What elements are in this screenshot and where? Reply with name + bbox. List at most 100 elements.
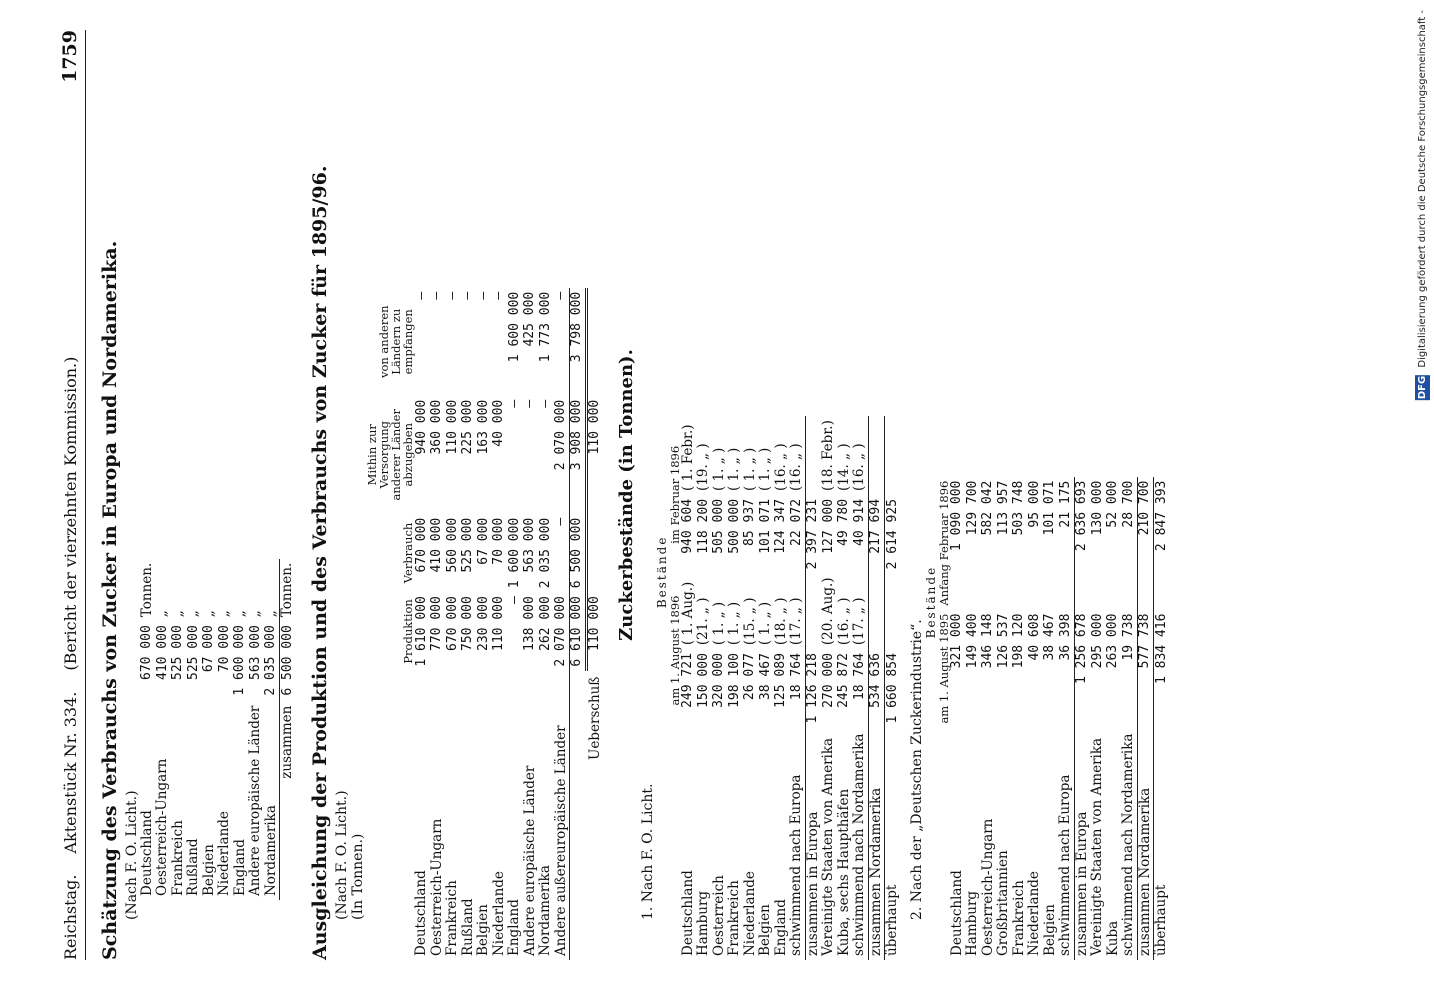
stock-aug-date: (17. „ ) bbox=[788, 597, 805, 646]
stock-aug-date: (21. „ ) bbox=[695, 597, 712, 646]
section1-subtitle: (Nach F. O. Licht.) bbox=[123, 790, 140, 920]
stock-feb-value: 582 042 bbox=[980, 480, 996, 536]
balance-header-production: Produktion bbox=[401, 599, 416, 664]
row-label: Kuba bbox=[1104, 920, 1121, 956]
stock-aug-value: 126 537 bbox=[995, 613, 1011, 669]
country-label: Nordamerika bbox=[537, 865, 554, 956]
production-value: 770 000 bbox=[429, 596, 445, 651]
balance-surplus-spacer bbox=[587, 514, 603, 592]
row-label: Belgien bbox=[1041, 904, 1058, 956]
unit-label: „ bbox=[154, 610, 171, 618]
balance-header-to-receive: von anderen Ländern zu empfangen bbox=[377, 305, 416, 379]
stock-feb-value: 113 957 bbox=[995, 480, 1011, 536]
stock-aug-value: 321 000 bbox=[949, 613, 965, 669]
country-label: Belgien bbox=[475, 904, 492, 956]
balance-total-label bbox=[569, 670, 587, 960]
country-label: Belgien bbox=[200, 844, 217, 896]
section3-title: Zuckerbestände (in Tonnen). bbox=[616, 349, 638, 641]
country-label: Frankreich bbox=[444, 880, 461, 956]
section1-title: Schätzung des Verbrauchs von Zucker in E… bbox=[98, 240, 121, 960]
consumption-value: 563 000 bbox=[522, 517, 538, 573]
stock-feb-date: (18. Febr.) bbox=[820, 420, 837, 491]
stock-feb-value: 505 000 bbox=[711, 498, 727, 554]
spacer bbox=[868, 416, 885, 495]
country-label: Deutschland bbox=[413, 870, 430, 956]
stock-aug-value: 149 400 bbox=[964, 613, 980, 669]
balance-surplus-spacer2 bbox=[587, 288, 603, 396]
unit-label: „ bbox=[231, 610, 248, 618]
stocks-licht-table: Bestände am 1. August 1896 im Februar 18… bbox=[655, 416, 901, 960]
consumption-value: 67 000 bbox=[475, 517, 491, 565]
row-label: Deutschland bbox=[948, 870, 965, 956]
stock-aug-value: 270 000 bbox=[820, 653, 836, 708]
total-label: zusammen Nordamerika bbox=[868, 727, 885, 960]
country-label: Oesterreich-Ungarn bbox=[428, 818, 445, 956]
stocks-dzi-bestaende: Bestände bbox=[924, 565, 938, 639]
stock-feb-value: 101 071 bbox=[1042, 480, 1058, 536]
stock-aug-date: ( 1. „ ) bbox=[726, 601, 743, 646]
consumption-value: 560 000 bbox=[444, 517, 460, 573]
consumption-value: — bbox=[553, 517, 569, 526]
country-label: Oesterreich-Ungarn bbox=[154, 758, 171, 896]
row-label: Frankreich bbox=[726, 880, 743, 956]
consumption-value: 1 600 000 bbox=[232, 625, 248, 696]
row-label: England bbox=[772, 899, 789, 956]
consumption-total-row: zusammen 6 500 000 Tonnen. bbox=[279, 558, 296, 900]
supply-value: 110 000 bbox=[444, 399, 460, 455]
receive-value: — bbox=[444, 291, 460, 300]
row-label: Großbritannien bbox=[995, 850, 1012, 956]
stock-aug-value: 577 738 bbox=[1137, 609, 1154, 728]
table-row: England—1 600 000—1 600 000 bbox=[506, 288, 523, 960]
consumption-value: 70 000 bbox=[491, 517, 507, 565]
running-head-report-title: (Bericht der vierzehnten Kommission.) bbox=[61, 356, 80, 671]
stock-feb-date: (16. „ ) bbox=[788, 443, 805, 491]
country-label: Rußland bbox=[185, 838, 202, 896]
consumption-total-value: 6 500 000 bbox=[279, 621, 296, 700]
balance-header-row: Produktion Verbrauch Mithin zur Versorgu… bbox=[365, 288, 416, 960]
supply-value: 225 000 bbox=[460, 399, 476, 455]
stock-aug-value: 36 398 bbox=[1057, 613, 1073, 661]
row-label: Oesterreich-Ungarn bbox=[979, 818, 996, 956]
stock-aug-value: 346 148 bbox=[980, 613, 996, 669]
consumption-value: 2 035 000 bbox=[263, 625, 279, 696]
stock-aug-value: 263 000 bbox=[1105, 613, 1121, 669]
row-label: schwimmend nach Europa bbox=[1057, 774, 1074, 956]
stock-feb-date: (19. „ ) bbox=[695, 443, 712, 491]
unit-label: „ bbox=[262, 610, 279, 618]
stock-aug-value: 38 467 bbox=[1042, 613, 1058, 661]
row-label: schwimmend nach Nordamerika bbox=[851, 733, 868, 956]
spacer bbox=[868, 573, 885, 650]
country-label: England bbox=[506, 899, 523, 956]
stock-feb-date: (14. „ ) bbox=[835, 443, 852, 491]
production-value: 670 000 bbox=[444, 596, 460, 651]
table-row: Nordamerika 2 035 000 „ bbox=[262, 559, 280, 900]
stock-feb-value: 40 914 bbox=[851, 498, 867, 546]
grand-total-label: überhaupt bbox=[884, 727, 901, 960]
consumption-value: 525 000 bbox=[460, 517, 476, 573]
receive-value: — bbox=[475, 291, 491, 300]
table-row: Belgien 38 467 101 071 bbox=[1041, 477, 1059, 960]
stock-aug-value: 1 834 416 bbox=[1153, 609, 1170, 728]
grand-total-feb-value: 2 614 925 bbox=[884, 494, 901, 574]
balance-header-country bbox=[366, 671, 414, 960]
consumption-value: 525 000 bbox=[185, 625, 201, 680]
consumption-value: 670 000 bbox=[413, 517, 429, 573]
production-value: — bbox=[506, 596, 522, 605]
stock-feb-value: 129 700 bbox=[964, 480, 980, 536]
balance-total-consumption: 6 500 000 bbox=[569, 513, 587, 593]
country-label: Nordamerika bbox=[262, 805, 279, 896]
